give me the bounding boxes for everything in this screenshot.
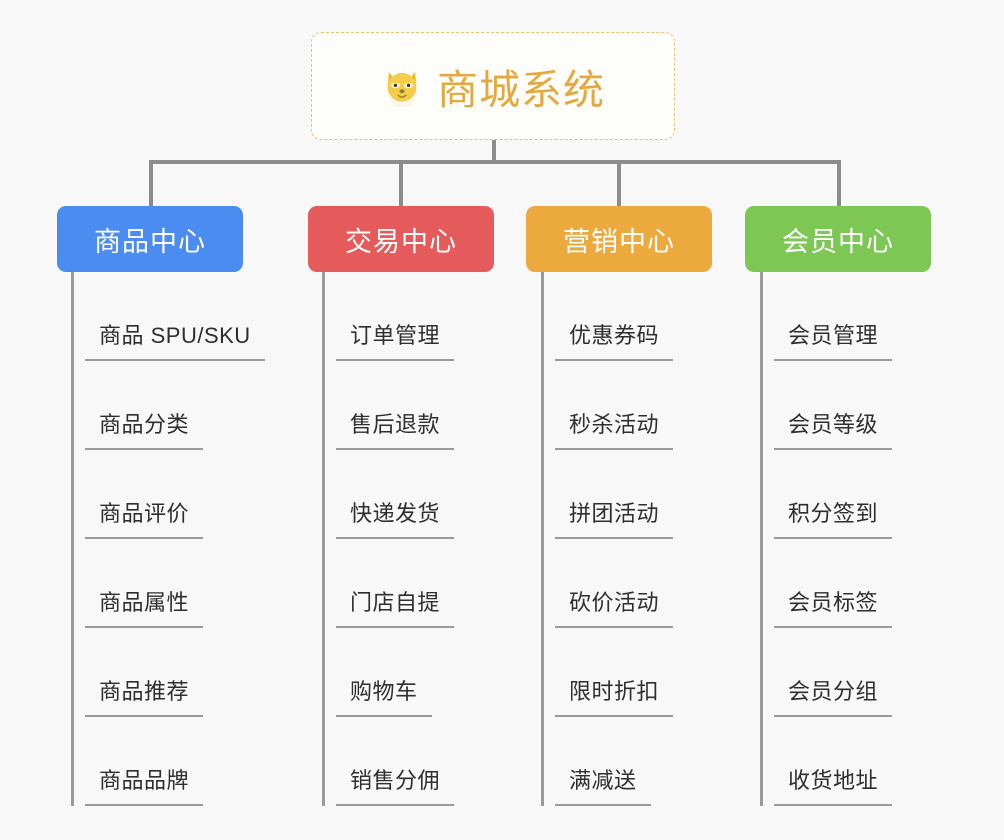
category-column-member-center: 会员中心会员管理会员等级积分签到会员标签会员分组收货地址: [745, 206, 931, 806]
connector-drop-marketing-center: [617, 160, 621, 206]
leaf-spine-member-center: [760, 272, 763, 806]
leaf-item[interactable]: 会员等级: [760, 361, 931, 450]
leaf-item-label: 门店自提: [336, 585, 455, 628]
connector-drop-product-center: [149, 160, 153, 206]
category-header-product-center[interactable]: 商品中心: [57, 206, 243, 272]
leaf-item-label: 快递发货: [336, 496, 455, 539]
leaf-item[interactable]: 购物车: [322, 628, 494, 717]
root-node[interactable]: 商城系统: [311, 32, 675, 140]
leaf-item-label: 限时折扣: [555, 674, 674, 717]
leaf-item[interactable]: 秒杀活动: [541, 361, 712, 450]
leaf-item-label: 秒杀活动: [555, 407, 674, 450]
leaf-item[interactable]: 砍价活动: [541, 539, 712, 628]
leaf-item[interactable]: 订单管理: [322, 272, 494, 361]
leaf-spine-marketing-center: [541, 272, 544, 806]
leaf-item[interactable]: 快递发货: [322, 450, 494, 539]
category-column-product-center: 商品中心商品 SPU/SKU 商品分类商品评价商品属性商品推荐商品品牌: [57, 206, 265, 806]
leaf-item[interactable]: 积分签到: [760, 450, 931, 539]
leaf-item-label: 收货地址: [774, 763, 893, 806]
connector-root-stem: [492, 140, 496, 163]
leaf-item[interactable]: 商品分类: [71, 361, 243, 450]
leaf-item[interactable]: 门店自提: [322, 539, 494, 628]
leaf-item[interactable]: 销售分佣: [322, 717, 494, 806]
leaf-item[interactable]: 商品 SPU/SKU: [71, 272, 265, 361]
connector-horizontal-bus: [149, 160, 841, 164]
leaf-item[interactable]: 会员分组: [760, 628, 931, 717]
leaf-item-label: 会员分组: [774, 674, 893, 717]
leaf-item-label: 优惠券码: [555, 318, 674, 361]
category-header-marketing-center[interactable]: 营销中心: [526, 206, 712, 272]
leaf-item-label: 商品品牌: [85, 763, 204, 806]
leaf-item[interactable]: 会员标签: [760, 539, 931, 628]
leaf-item[interactable]: 商品属性: [71, 539, 243, 628]
root-title: 商城系统: [437, 67, 605, 113]
leaf-item-label: 会员标签: [774, 585, 893, 628]
leaf-list-member-center: 会员管理会员等级积分签到会员标签会员分组收货地址: [760, 272, 931, 806]
category-header-label: 商品中心: [94, 226, 206, 257]
leaf-item-label: 售后退款: [336, 407, 455, 450]
connector-drop-member-center: [837, 160, 841, 206]
leaf-item-label: 会员等级: [774, 407, 893, 450]
leaf-list-product-center: 商品 SPU/SKU 商品分类商品评价商品属性商品推荐商品品牌: [71, 272, 265, 806]
leaf-item[interactable]: 售后退款: [322, 361, 494, 450]
leaf-item[interactable]: 会员管理: [760, 272, 931, 361]
leaf-item-label: 购物车: [336, 674, 432, 717]
category-column-trade-center: 交易中心订单管理售后退款快递发货门店自提购物车销售分佣: [308, 206, 494, 806]
category-header-member-center[interactable]: 会员中心: [745, 206, 931, 272]
leaf-item-label: 商品 SPU/SKU: [85, 318, 265, 361]
leaf-list-trade-center: 订单管理售后退款快递发货门店自提购物车销售分佣: [322, 272, 494, 806]
leaf-item-label: 商品分类: [85, 407, 204, 450]
category-column-marketing-center: 营销中心优惠券码秒杀活动拼团活动砍价活动限时折扣满减送: [526, 206, 712, 806]
leaf-item-label: 商品推荐: [85, 674, 204, 717]
leaf-item-label: 砍价活动: [555, 585, 674, 628]
category-header-label: 交易中心: [345, 226, 457, 257]
leaf-item-label: 订单管理: [336, 318, 455, 361]
leaf-item-label: 会员管理: [774, 318, 893, 361]
leaf-item[interactable]: 商品评价: [71, 450, 243, 539]
leaf-item[interactable]: 商品推荐: [71, 628, 243, 717]
leaf-item[interactable]: 商品品牌: [71, 717, 243, 806]
leaf-item-label: 满减送: [555, 763, 651, 806]
leaf-item-label: 拼团活动: [555, 496, 674, 539]
leaf-item[interactable]: 优惠券码: [541, 272, 712, 361]
leaf-item[interactable]: 拼团活动: [541, 450, 712, 539]
leaf-spine-product-center: [71, 272, 74, 806]
connector-drop-trade-center: [399, 160, 403, 206]
leaf-item[interactable]: 收货地址: [760, 717, 931, 806]
category-header-label: 营销中心: [563, 226, 675, 257]
leaf-item[interactable]: 限时折扣: [541, 628, 712, 717]
leaf-item-label: 销售分佣: [336, 763, 455, 806]
leaf-list-marketing-center: 优惠券码秒杀活动拼团活动砍价活动限时折扣满减送: [541, 272, 712, 806]
leaf-item-label: 商品属性: [85, 585, 204, 628]
shiba-dog-face-icon: [381, 65, 423, 107]
category-header-trade-center[interactable]: 交易中心: [308, 206, 494, 272]
category-header-label: 会员中心: [782, 226, 894, 257]
leaf-item[interactable]: 满减送: [541, 717, 712, 806]
leaf-item-label: 商品评价: [85, 496, 204, 539]
leaf-spine-trade-center: [322, 272, 325, 806]
leaf-item-label: 积分签到: [774, 496, 893, 539]
